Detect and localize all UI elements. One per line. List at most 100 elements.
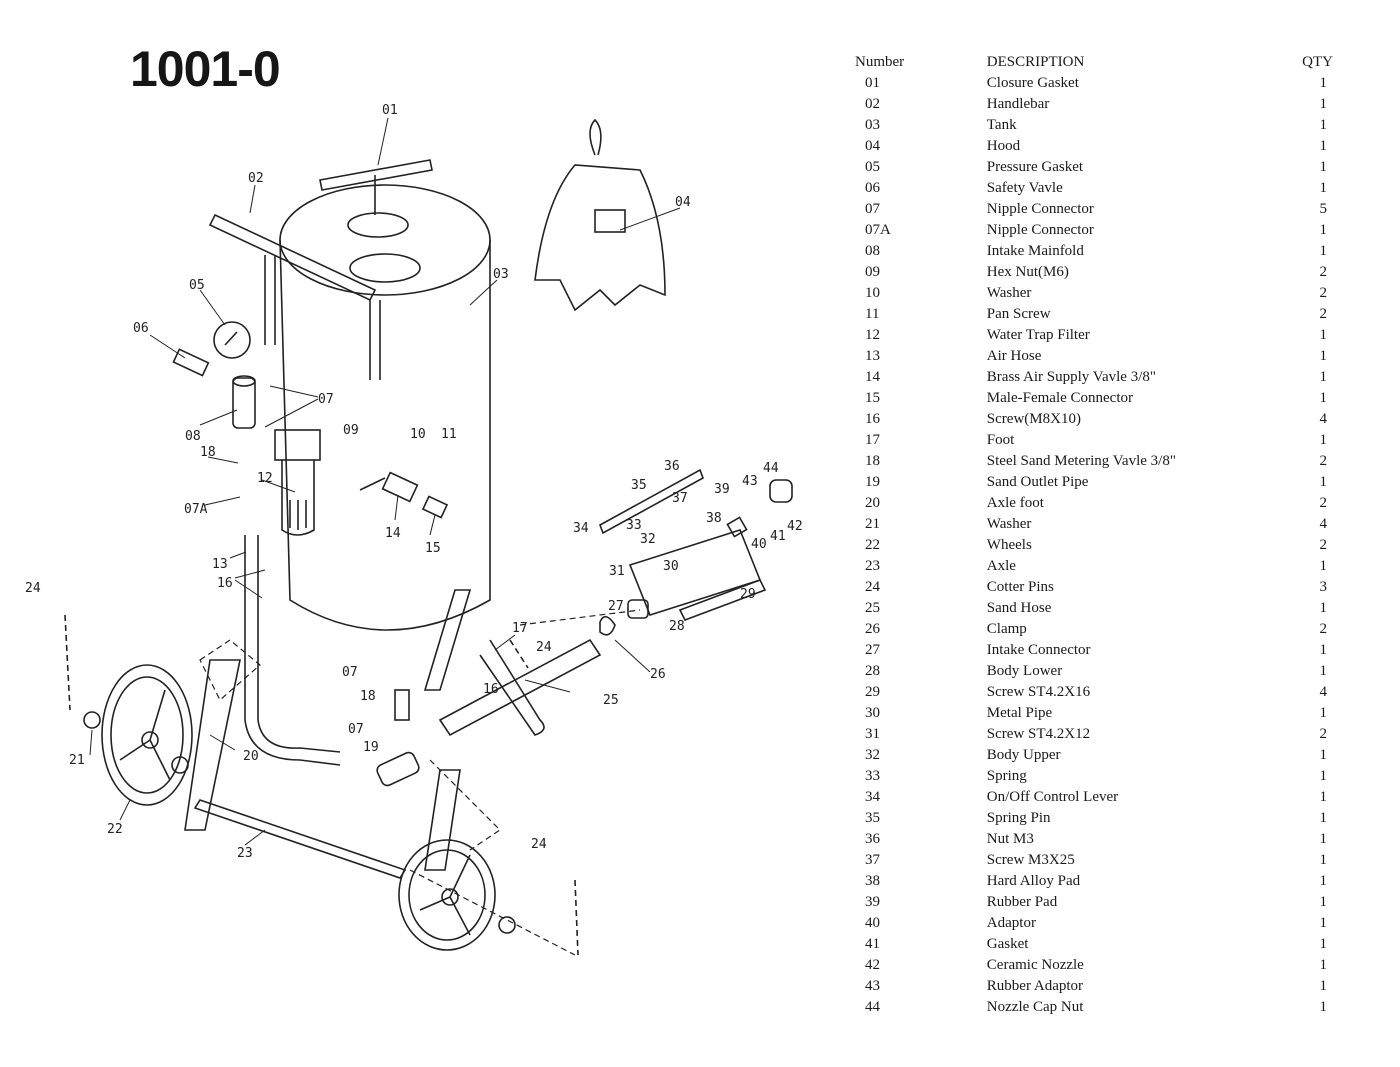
- callout-25: 25: [603, 693, 619, 708]
- part-number: 09: [865, 264, 880, 280]
- part-number: 21: [865, 516, 880, 532]
- part-qty: 2: [1319, 306, 1328, 322]
- header-qty: QTY: [1302, 54, 1333, 70]
- part-description: Closure Gasket: [986, 75, 1079, 91]
- callout-24-c: 24: [531, 837, 547, 852]
- part-number: 11: [865, 306, 880, 322]
- part-qty: 1: [1319, 369, 1328, 385]
- part-number: 20: [865, 495, 880, 511]
- callout-35: 35: [631, 478, 647, 493]
- part-qty: 1: [1319, 915, 1328, 931]
- pressure-gauge-drawing: [213, 321, 251, 359]
- part-description: Cotter Pins: [986, 579, 1054, 595]
- part-number: 41: [865, 936, 880, 952]
- part-qty: 1: [1319, 96, 1328, 112]
- part-qty: 1: [1319, 558, 1328, 574]
- part-number: 30: [865, 705, 880, 721]
- blast-gun-drawing: [599, 468, 793, 636]
- cotter-pins-drawing: [64, 614, 579, 956]
- sand-outlet-pipe-drawing: [376, 689, 420, 787]
- closure-gasket-drawing: [319, 159, 433, 238]
- air-hose-drawing: [244, 535, 341, 766]
- part-number: 19: [865, 474, 880, 490]
- part-description: Hard Alloy Pad: [986, 873, 1081, 889]
- part-qty: 1: [1319, 810, 1328, 826]
- part-description: Brass Air Supply Vavle 3/8": [986, 369, 1156, 385]
- part-number: 17: [865, 432, 880, 448]
- part-qty: 1: [1319, 117, 1328, 133]
- part-description: Pan Screw: [986, 306, 1051, 322]
- callout-29: 29: [740, 587, 756, 602]
- callout-01: 01: [382, 103, 398, 118]
- part-description: Nipple Connector: [986, 222, 1094, 238]
- washer-left-drawing: [83, 711, 101, 729]
- part-description: Nozzle Cap Nut: [986, 999, 1084, 1015]
- part-qty: 1: [1319, 705, 1328, 721]
- part-description: Nipple Connector: [986, 201, 1094, 217]
- part-description: Steel Sand Metering Vavle 3/8": [986, 453, 1176, 469]
- washer-left2-drawing: [171, 756, 189, 774]
- part-qty: 1: [1319, 600, 1328, 616]
- axle-drawing: [193, 799, 407, 879]
- part-number: 24: [865, 579, 880, 595]
- part-description: Pressure Gasket: [986, 159, 1084, 175]
- callout-23: 23: [237, 846, 253, 861]
- callout-11: 11: [441, 427, 457, 442]
- part-qty: 3: [1319, 579, 1328, 595]
- part-qty: 1: [1319, 180, 1328, 196]
- part-number: 39: [865, 894, 880, 910]
- part-qty: 1: [1319, 474, 1328, 490]
- part-description: Gasket: [986, 936, 1029, 952]
- part-description: Washer: [986, 285, 1032, 301]
- part-qty: 2: [1319, 726, 1328, 742]
- part-description: Tank: [986, 117, 1017, 133]
- callout-12: 12: [257, 471, 273, 486]
- callout-09: 09: [343, 423, 359, 438]
- callout-02: 02: [248, 171, 264, 186]
- part-number: 12: [865, 327, 880, 343]
- part-number: 25: [865, 600, 880, 616]
- safety-valve-drawing: [172, 348, 210, 377]
- part-qty: 1: [1319, 873, 1328, 889]
- callout-37: 37: [672, 491, 688, 506]
- part-number: 29: [865, 684, 880, 700]
- sand-hose-drawing: [438, 638, 602, 737]
- callout-05: 05: [189, 278, 205, 293]
- part-qty: 1: [1319, 999, 1328, 1015]
- part-description: Clamp: [986, 621, 1027, 637]
- parts-table-row: 11 Pan Screw 2: [845, 304, 1355, 325]
- callout-16-b: 16: [483, 682, 499, 697]
- header-number: Number: [855, 54, 905, 70]
- model-number-title: 1001-0: [130, 41, 281, 97]
- callout-13: 13: [212, 557, 228, 572]
- part-number: 06: [865, 180, 880, 196]
- callout-43: 43: [742, 474, 758, 489]
- callout-15: 15: [425, 541, 441, 556]
- part-number: 14: [865, 369, 880, 385]
- callout-44: 44: [763, 461, 779, 476]
- callout-32: 32: [640, 532, 656, 547]
- callout-31: 31: [609, 564, 625, 579]
- part-number: 07A: [865, 222, 891, 238]
- part-description: Foot: [986, 432, 1015, 448]
